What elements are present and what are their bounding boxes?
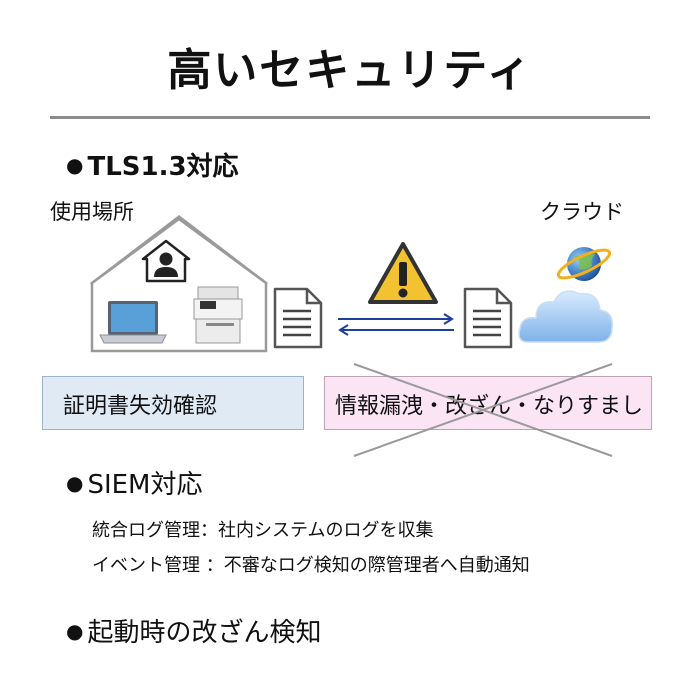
globe-icon xyxy=(556,247,612,281)
printer-icon xyxy=(193,286,243,344)
bullet-boot-tamper: ●起動時の改ざん検知 xyxy=(66,612,321,649)
laptop-icon xyxy=(99,301,167,344)
title-divider xyxy=(50,116,650,119)
bullet-dot-icon: ● xyxy=(66,153,84,177)
user-home-icon xyxy=(141,239,191,283)
location-label: 使用場所 xyxy=(50,200,134,224)
cross-out-icon xyxy=(353,363,613,457)
siem-item-event-management: イベント管理 ：不審なログ検知の際管理者へ自動通知 xyxy=(92,555,530,576)
bullet-dot-icon: ● xyxy=(66,619,84,643)
document-icon xyxy=(463,287,513,349)
bidirectional-arrows-icon xyxy=(338,313,454,336)
bullet-tls: ●TLS1.3対応 xyxy=(66,146,239,183)
bullet-dot-icon: ● xyxy=(66,471,84,495)
cloud-label: クラウド xyxy=(540,200,624,224)
threat-box: 情報漏洩・改ざん・なりすまし xyxy=(324,376,652,430)
cloud-icon xyxy=(518,247,613,343)
page-title: 高いセキュリティ xyxy=(167,45,533,96)
bullet-boot-label: 起動時の改ざん検知 xyxy=(87,618,322,648)
bullet-siem: ●SIEM対応 xyxy=(66,464,203,501)
house-icon xyxy=(90,215,268,353)
warning-icon xyxy=(368,242,438,304)
bullet-tls-label: TLS1.3対応 xyxy=(87,152,239,182)
document-icon xyxy=(273,287,323,349)
bullet-siem-label: SIEM対応 xyxy=(87,470,203,500)
cert-revocation-box: 証明書失効確認 xyxy=(42,376,304,430)
siem-item-log-management: 統合ログ管理：社内システムのログを収集 xyxy=(92,520,434,541)
